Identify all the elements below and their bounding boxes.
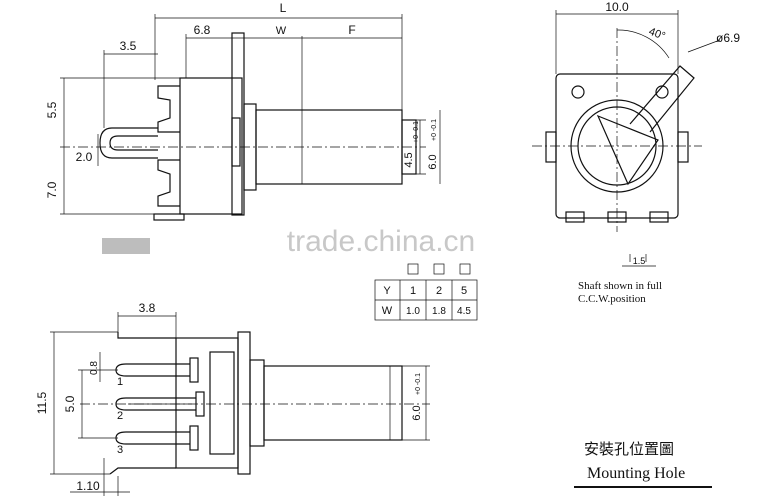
bottom-flange [237,331,251,475]
title-english: Mounting Hole [587,465,685,482]
dim-3-8-label: 3.8 [139,301,156,315]
dim-0-8-label: 0.8 [89,361,100,375]
dim-11-5-label: 11.5 [35,391,49,414]
side-terminal-bottom [157,159,180,207]
table-cell: 1 [410,285,416,297]
dim-6-0-tolerance: +0 -0.1 [431,119,438,141]
note-line-1: Shaft shown in full [578,280,662,292]
table-marker-2 [433,263,445,275]
table-marker-3 [459,263,471,275]
dim-L-label: L [280,1,287,15]
bottom-pin-1 [115,363,190,377]
bottom-body [175,337,239,469]
side-terminal-top [157,85,180,133]
dim-F-label: F [348,23,355,37]
y-w-table: Y 1 2 5 W 1.0 1.8 4.5 [374,263,478,321]
bottom-shaft [263,365,403,441]
pin-label-2: 2 [117,410,123,422]
table-cell: 2 [436,285,442,297]
dim-arc-40 [616,29,670,59]
dim-5-5-label: 5.5 [45,101,59,118]
table-cell: 4.5 [457,306,471,317]
front-view: 10.0 40° ø6.9 1.5 Shaft shown in full C.… [532,0,740,305]
front-hole-left [571,85,585,99]
dim-4-5-label: 4.5 [403,152,415,167]
front-pointer [629,65,695,133]
bottom-pin-3 [115,431,190,445]
dim-2-0-label: 2.0 [76,150,93,164]
dim-leader-dia [687,39,721,53]
table-marker-1 [407,263,419,275]
dim-W-label: W [276,25,287,37]
dim-6-0-label: 6.0 [427,154,439,169]
dim-7-0-label: 7.0 [45,181,59,198]
dim-1-10-label: 1.10 [76,479,100,493]
table-cell: Y [383,285,391,297]
side-slot [231,117,241,167]
dim-5-0-label: 5.0 [63,395,77,412]
dim-6-0-bottom-label: 6.0 [411,405,423,420]
table-cell: 5 [461,285,467,297]
table-cell: 1.0 [406,306,420,317]
dim-6-8-label: 6.8 [194,23,211,37]
bottom-recess [209,351,235,455]
front-tab-left [545,131,557,163]
side-view: L 6.8 W F 3.5 5.5 2.0 7.0 4.5 +0 -0.1 6.… [45,1,441,221]
front-shaft-flat [596,114,659,186]
watermark-text: trade.china.cn [287,225,475,258]
dim-dia-label: ø6.9 [716,31,740,45]
front-pin-1 [565,211,585,223]
side-body [179,77,243,215]
front-tab-right [677,131,689,163]
bottom-view: 3.8 11.5 5.0 0.8 1 2 3 1.10 6.0 +0 -0.1 [35,301,430,496]
note-line-2: C.C.W.position [578,293,646,305]
mounting-hole-title: 安裝孔位置圖 Mounting Hole [574,441,712,488]
bottom-bushing [249,359,265,447]
dim-4-5-tolerance: +0 -0.1 [413,121,420,143]
dim-10-0-label: 10.0 [605,0,629,14]
dim-1-5-label: 1.5 [633,256,646,266]
title-chinese: 安裝孔位置圖 [584,441,674,458]
table-cell: W [382,305,393,317]
dim-3-5-label: 3.5 [120,39,137,53]
front-pin-3 [649,211,669,223]
pin-label-1: 1 [117,376,123,388]
watermark-logo-block [102,238,150,254]
dim-6-0-bottom-tolerance: +0 -0.1 [415,373,422,395]
side-lead-inner [109,135,158,151]
dim-40-label: 40° [647,26,667,43]
side-base [153,213,185,221]
pin-label-3: 3 [117,444,123,456]
table-cell: 1.8 [432,306,446,317]
side-lead [99,127,158,159]
